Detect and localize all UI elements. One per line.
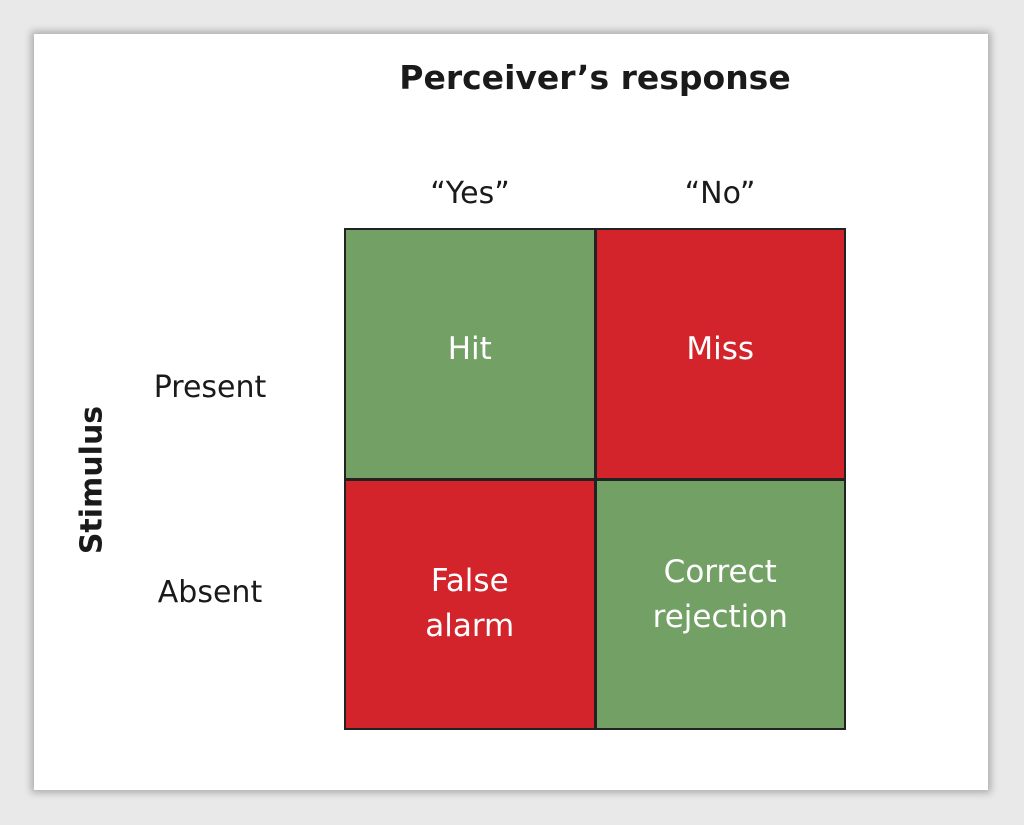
cell-miss-label: Miss <box>686 331 755 368</box>
column-label-no: “No” <box>684 176 756 211</box>
cell-false-alarm-label: False alarm <box>425 563 515 645</box>
row-label-present: Present <box>153 370 267 405</box>
response-axis-title: Perceiver’s response <box>399 58 791 97</box>
row-label-absent: Absent <box>157 575 263 610</box>
cell-hit: Hit <box>346 230 594 478</box>
cell-correct-rejection-label: Correct rejection <box>652 554 788 636</box>
column-label-yes: “Yes” <box>430 176 510 211</box>
cell-false-alarm: False alarm <box>346 480 594 728</box>
cell-miss: Miss <box>596 230 844 478</box>
cell-correct-rejection: Correct rejection <box>596 480 844 728</box>
stimulus-axis-title: Stimulus <box>74 405 110 555</box>
outcome-matrix: Hit Miss False alarm Correct rejection <box>344 228 846 730</box>
cell-hit-label: Hit <box>447 331 492 368</box>
